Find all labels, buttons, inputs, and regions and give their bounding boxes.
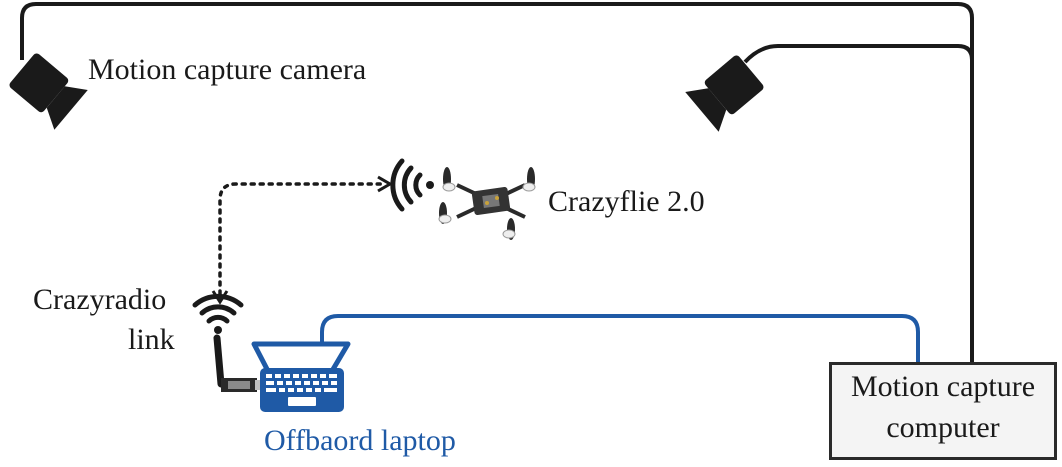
- camera-1-cable: [20, 2, 974, 362]
- computer-label-line2: computer: [886, 411, 1000, 444]
- radio-label-line2: link: [128, 323, 175, 356]
- camera-icon: [9, 53, 88, 130]
- computer-label-line1: Motion capture: [850, 370, 1036, 403]
- radio-link-path: [218, 182, 384, 296]
- wifi-icon: [192, 293, 244, 334]
- camera-2-cable: [743, 44, 974, 64]
- radio-label-line1: Crazyradio: [33, 283, 167, 316]
- camera-icon: [685, 55, 764, 132]
- arrowhead-right: [377, 175, 393, 193]
- camera-label: Motion capture camera: [88, 53, 367, 86]
- motion-capture-computer-box: [829, 362, 1057, 460]
- laptop-cable: [320, 314, 920, 362]
- laptop-label: Offbaord laptop: [264, 424, 456, 457]
- wifi-icon: [390, 158, 434, 212]
- laptop-icon: [251, 341, 351, 412]
- crazyflie-label: Crazyflie 2.0: [548, 185, 705, 218]
- quadcopter-icon: [438, 167, 536, 240]
